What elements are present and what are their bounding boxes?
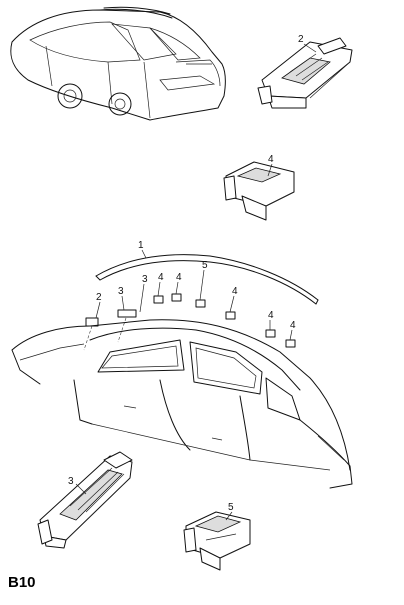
- callout-top-block: 4: [268, 154, 274, 165]
- callout-bottom-block: 5: [228, 502, 234, 513]
- sedan-body-illustration: [11, 319, 353, 489]
- callout-mid-5: 5: [202, 260, 208, 271]
- callout-strip: 1: [138, 240, 144, 251]
- retaining-clip-3-illustration: [37, 451, 133, 549]
- roof-moulding-strip-illustration: [95, 254, 319, 305]
- retaining-clip-2-illustration: [257, 37, 353, 109]
- strip-fastener-clips: [85, 293, 296, 348]
- callout-mid-3b: 3: [142, 274, 148, 285]
- callout-top-clip: 2: [298, 34, 304, 45]
- mounting-block-4-illustration: [223, 161, 295, 221]
- callout-mid-4d: 4: [268, 310, 274, 321]
- callout-mid-2: 2: [96, 292, 102, 303]
- callout-mid-3a: 3: [118, 286, 124, 297]
- callout-mid-4a: 4: [158, 272, 164, 283]
- callout-mid-4b: 4: [176, 272, 182, 283]
- callout-leaders: [83, 269, 293, 351]
- callout-mid-4c: 4: [232, 286, 238, 297]
- hatchback-car-illustration: [10, 6, 226, 121]
- callout-bottom-clip: 3: [68, 476, 74, 487]
- diagram-code: B10: [8, 574, 36, 591]
- mounting-block-5-illustration: [183, 511, 251, 571]
- callout-mid-4e: 4: [290, 320, 296, 331]
